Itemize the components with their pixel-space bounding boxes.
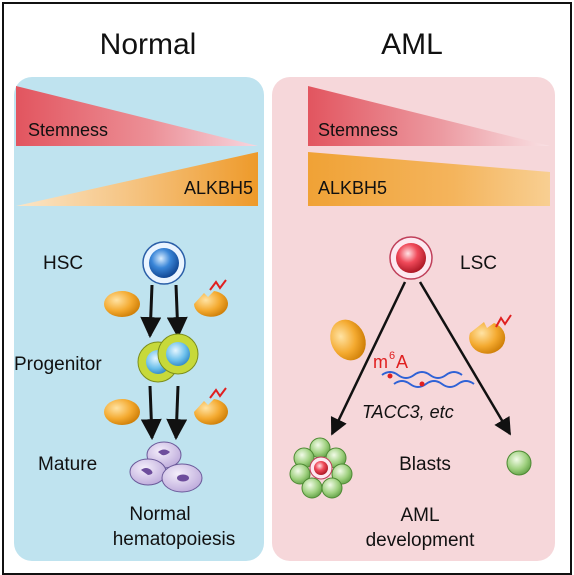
normal-alkbh5-enzyme-2 [104, 399, 140, 425]
m6a-base: m [373, 352, 388, 372]
aml-title: AML [381, 28, 443, 61]
normal-title: Normal [100, 28, 197, 61]
normal-broken-enzyme-1 [194, 279, 228, 317]
aml-stemness-label: Stemness [318, 120, 398, 140]
normal-outcome-line1: Normal [129, 504, 190, 525]
m6a-label: m 6 A [373, 350, 408, 372]
normal-differentiation-arrows [140, 284, 188, 441]
m6a-letter: A [396, 352, 408, 372]
aml-alkbh5-wedge [308, 152, 550, 206]
progenitor-label: Progenitor [14, 354, 102, 375]
normal-panel [14, 77, 264, 561]
aml-alkbh5-label: ALKBH5 [318, 178, 387, 198]
aml-outcome-line2: development [366, 530, 476, 551]
blast-cell [506, 450, 532, 476]
lsc-label: LSC [460, 253, 497, 274]
aml-branch-arrows [330, 281, 512, 436]
normal-outcome-line2: hematopoiesis [113, 529, 236, 550]
lsc-cluster [289, 437, 353, 499]
lsc-cell [389, 236, 433, 280]
normal-alkbh5-wedge [16, 152, 258, 206]
progenitor-cells [137, 333, 199, 383]
aml-stemness-wedge [308, 86, 550, 146]
mature-label: Mature [38, 454, 97, 475]
aml-broken-enzyme [469, 314, 512, 354]
hsc-label: HSC [43, 253, 83, 274]
mature-cells [129, 441, 203, 493]
normal-alkbh5-enzyme-1 [104, 291, 140, 317]
aml-outcome-line1: AML [400, 505, 439, 526]
normal-alkbh5-label: ALKBH5 [184, 178, 253, 198]
target-genes-label: TACC3, etc [362, 402, 454, 422]
blasts-label: Blasts [399, 454, 451, 475]
normal-broken-enzyme-2 [194, 387, 228, 425]
mrna-strands [381, 371, 475, 388]
normal-stemness-label: Stemness [28, 120, 108, 140]
hsc-cell [142, 241, 186, 285]
normal-stemness-wedge [16, 86, 258, 146]
m6a-superscript: 6 [389, 350, 395, 362]
aml-alkbh5-enzyme [330, 319, 366, 361]
